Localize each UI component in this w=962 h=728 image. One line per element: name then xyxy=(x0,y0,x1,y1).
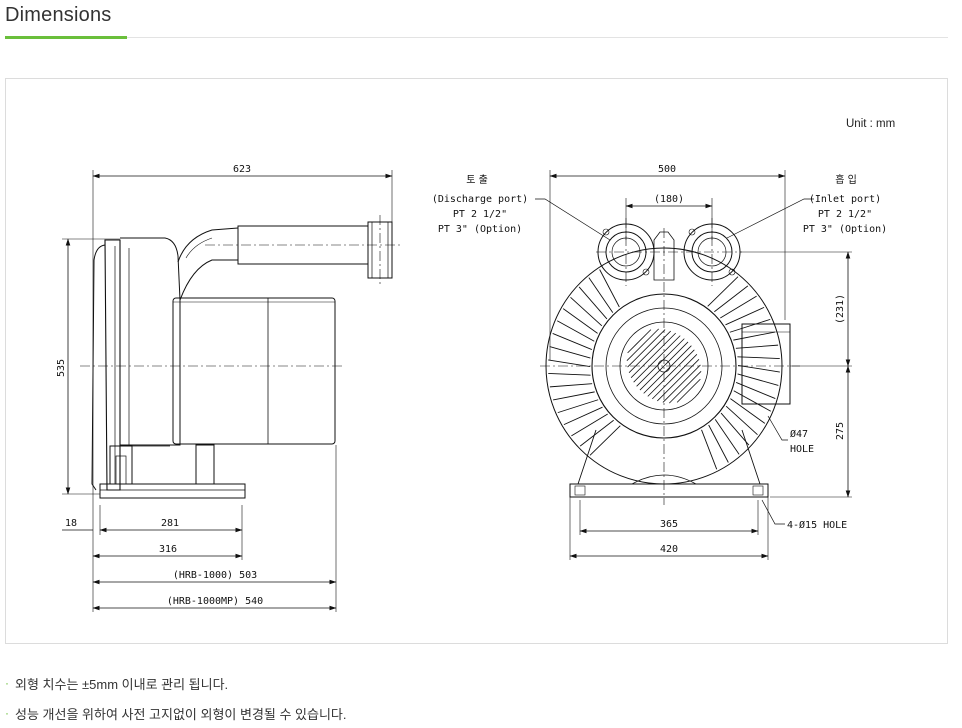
hole-label: Ø47 xyxy=(790,428,808,440)
dim-foot-hole-spacing: 365 xyxy=(660,519,678,530)
cooling-fin xyxy=(730,398,766,424)
inlet-port-label: (Inlet port) xyxy=(809,194,881,205)
dim-height: 535 xyxy=(56,359,67,377)
fan-grille-slot xyxy=(669,371,702,404)
dim-model-2: (HRB-1000MP) 540 xyxy=(167,596,263,607)
cooling-fin xyxy=(733,390,772,412)
cooling-fin xyxy=(552,333,593,350)
discharge-size-2: PT 3" (Option) xyxy=(438,224,522,235)
cooling-fin xyxy=(707,276,739,307)
cooling-fin xyxy=(549,383,593,388)
cooling-fin xyxy=(588,277,614,313)
cooling-fin xyxy=(563,406,603,426)
notes-list: · 외형 치수는 ±5mm 이내로 관리 됩니다. · 성능 개선을 위하여 사… xyxy=(5,668,347,728)
cooling-fin xyxy=(725,306,765,326)
fan-grille-slot xyxy=(647,349,695,397)
section-title: Dimensions xyxy=(5,4,112,26)
dim-offset: 18 xyxy=(65,518,77,529)
bullet-icon: · xyxy=(5,706,9,720)
cooling-fin xyxy=(599,269,620,308)
cooling-fin xyxy=(708,424,729,463)
dim-port-spacing: (180) xyxy=(654,194,684,205)
cooling-fin xyxy=(570,296,603,327)
dimension-drawing-frame xyxy=(5,78,948,644)
dim-foot-width: 420 xyxy=(660,544,678,555)
dim-port-height: (231) xyxy=(835,294,846,324)
cooling-fin xyxy=(579,419,614,447)
fan-grille-slot xyxy=(627,329,652,354)
title-divider xyxy=(5,37,948,38)
cooling-fin xyxy=(549,346,591,359)
cooling-fin xyxy=(737,356,780,359)
side-view xyxy=(62,170,400,612)
cooling-fin xyxy=(557,399,599,414)
front-view xyxy=(535,170,852,560)
cooling-fin xyxy=(578,286,608,320)
cooling-fin xyxy=(548,359,591,368)
inlet-size-1: PT 2 1/2" xyxy=(818,209,872,220)
cooling-fin xyxy=(714,285,749,313)
dim-base-hole-spacing: 281 xyxy=(161,518,179,529)
fan-grille-slot xyxy=(662,364,701,403)
cooling-fin xyxy=(562,308,598,334)
dim-overall-length: 623 xyxy=(233,164,251,175)
discharge-size-1: PT 2 1/2" xyxy=(453,209,507,220)
discharge-port-label: (Discharge port) xyxy=(432,194,528,205)
fan-grille-slot xyxy=(636,338,685,387)
cooling-fin xyxy=(548,373,591,376)
note-text: 성능 개선을 위하여 사전 고지없이 외형이 변경될 수 있습니다. xyxy=(15,706,347,722)
fan-grille-slot xyxy=(633,335,681,383)
unit-label: Unit : mm xyxy=(846,118,896,130)
title-accent-bar xyxy=(5,36,127,39)
cooling-fin xyxy=(571,413,608,437)
bullet-icon: · xyxy=(5,676,9,690)
fan-grille-slot xyxy=(626,328,659,361)
dim-base-length: 316 xyxy=(159,544,177,555)
cooling-fin xyxy=(720,295,757,319)
inlet-size-2: PT 3" (Option) xyxy=(803,224,887,235)
note-item: · 성능 개선을 위하여 사전 고지없이 외형이 변경될 수 있습니다. xyxy=(5,698,347,728)
discharge-korean-label: 토 출 xyxy=(466,174,488,186)
cooling-fin xyxy=(735,382,776,399)
cooling-fin xyxy=(735,344,779,349)
cooling-fin xyxy=(701,429,718,470)
cooling-fin xyxy=(714,419,740,455)
fan-grille-slot xyxy=(643,345,692,394)
foot-hole-label: 4-Ø15 HOLE xyxy=(787,519,847,531)
fan-grille-slot xyxy=(676,378,701,403)
dim-overall-width: 500 xyxy=(658,164,676,175)
cooling-fin xyxy=(733,331,775,341)
fan-grille-slot xyxy=(639,341,689,391)
dim-model-1: (HRB-1000) 503 xyxy=(173,570,257,581)
fan-grille-slot xyxy=(627,329,666,368)
cooling-fin xyxy=(589,425,621,456)
inlet-korean-label: 흡 입 xyxy=(835,173,857,186)
cooling-fin xyxy=(729,318,771,333)
cooling-fin xyxy=(553,391,595,401)
dim-shaft-height: 275 xyxy=(835,422,846,440)
fan-grille-slot xyxy=(630,332,676,378)
cooling-fin xyxy=(737,373,779,386)
note-text: 외형 치수는 ±5mm 이내로 관리 됩니다. xyxy=(15,676,229,692)
cooling-fin xyxy=(556,320,595,342)
hole-word: HOLE xyxy=(790,444,814,455)
fan-grille-slot xyxy=(652,354,698,400)
note-item: · 외형 치수는 ±5mm 이내로 관리 됩니다. xyxy=(5,668,347,698)
cooling-fin xyxy=(720,412,750,446)
cooling-fin xyxy=(737,364,780,373)
cooling-fin xyxy=(725,405,758,436)
